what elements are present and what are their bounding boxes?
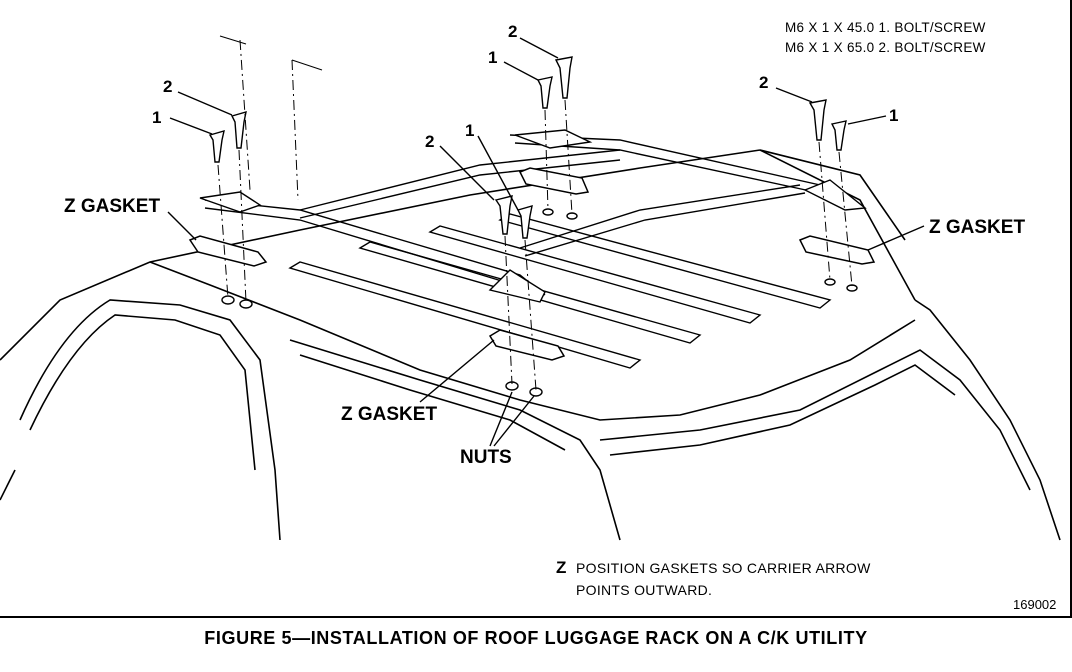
z-gasket-label-center: Z GASKET (341, 404, 438, 425)
figure-number: 169002 (1013, 597, 1057, 612)
z-gasket-label-right: Z GASKET (929, 217, 1026, 238)
rack-brackets (199, 129, 867, 303)
note-z-marker: Z (556, 558, 567, 577)
callout-2-center: 2 (508, 22, 518, 41)
z-gaskets (188, 167, 876, 361)
bolts (208, 56, 847, 239)
nuts (221, 208, 858, 397)
callout-2-left: 2 (163, 77, 173, 96)
callout-1-center: 1 (488, 48, 498, 67)
spec-line-1: M6 X 1 X 45.0 1. BOLT/SCREW (785, 20, 986, 35)
dimension-ticks (219, 35, 323, 71)
callout-2-middle: 2 (425, 132, 435, 151)
center-lines (217, 39, 853, 391)
callout-2-right: 2 (759, 73, 769, 92)
note-line-1: POSITION GASKETS SO CARRIER ARROW (576, 560, 871, 576)
note-line-2: POINTS OUTWARD. (576, 582, 713, 598)
roof-rack-illustration (0, 0, 1072, 618)
spec-line-2: M6 X 1 X 65.0 2. BOLT/SCREW (785, 40, 986, 55)
nuts-label: NUTS (460, 447, 512, 468)
vehicle-body (0, 149, 1061, 541)
callout-1-middle: 1 (465, 121, 475, 140)
roof-slats (288, 213, 832, 369)
callout-1-left: 1 (152, 108, 162, 127)
callout-1-right: 1 (889, 106, 899, 125)
z-gasket-label-left: Z GASKET (64, 196, 161, 217)
figure-caption: FIGURE 5—INSTALLATION OF ROOF LUGGAGE RA… (204, 628, 868, 648)
leader-lines (167, 37, 925, 447)
